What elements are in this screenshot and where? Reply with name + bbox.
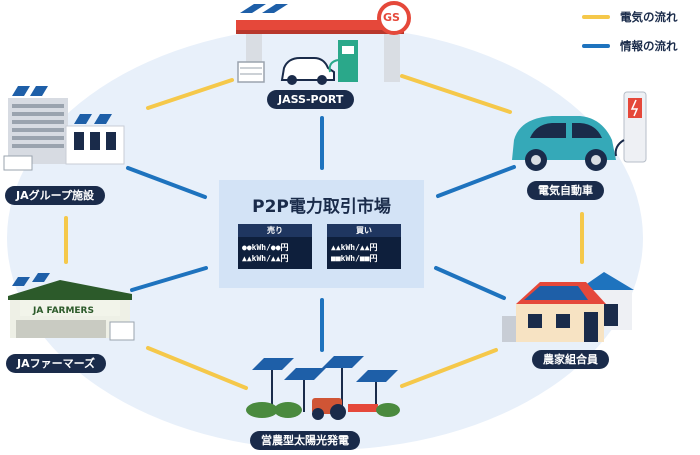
gs-sign-circle <box>377 1 411 35</box>
legend-electricity: 電気の流れ <box>582 9 678 25</box>
node-label-farmer-union: 農家組合員 <box>532 350 609 369</box>
legend-information-label: 情報の流れ <box>620 39 678 53</box>
electricity-flow-lines <box>64 74 584 390</box>
sell-header: 売り <box>238 224 312 237</box>
electricity-legend-swatch <box>582 15 610 19</box>
node-label-ja-farmers: JAファーマーズ <box>6 354 107 373</box>
ja-farmers-store-illustration <box>8 273 135 341</box>
farmer-houses-illustration <box>502 272 634 342</box>
buy-line: ▲▲kWh/▲▲円 <box>331 243 378 252</box>
sell-body: ●●kWh/●●円 ▲▲kWh/▲▲円 <box>238 237 312 269</box>
node-label-jass-port: JASS-PORT <box>267 90 355 109</box>
buy-line: ■■kWh/■■円 <box>331 254 378 263</box>
legend-information: 情報の流れ <box>582 38 678 54</box>
gas-station-illustration <box>236 4 404 85</box>
legend-electricity-label: 電気の流れ <box>620 10 678 24</box>
node-label-agri-solar: 営農型太陽光発電 <box>250 431 360 450</box>
ja-group-building-illustration <box>3 86 125 171</box>
electric-car-illustration <box>512 91 647 171</box>
sell-table: 売り ●●kWh/●●円 ▲▲kWh/▲▲円 <box>238 224 312 269</box>
market-title: P2P電力取引市場 <box>252 197 391 217</box>
node-label-ja-group: JAグループ施設 <box>5 186 105 205</box>
agrivoltaic-illustration <box>246 356 400 420</box>
buy-body: ▲▲kWh/▲▲円 ■■kWh/■■円 <box>327 237 401 269</box>
p2p-market-box: P2P電力取引市場 売り ●●kWh/●●円 ▲▲kWh/▲▲円 買い ▲▲kW… <box>219 180 424 288</box>
gs-sign-text: GS <box>383 11 400 24</box>
buy-header: 買い <box>327 224 401 237</box>
information-legend-swatch <box>582 44 610 48</box>
sell-line: ▲▲kWh/▲▲円 <box>242 254 289 263</box>
information-flow-lines <box>126 116 516 352</box>
ja-farmers-sign-text: JA FARMERS <box>33 306 94 316</box>
sell-line: ●●kWh/●●円 <box>242 243 289 252</box>
node-label-ev: 電気自動車 <box>527 181 604 200</box>
buy-table: 買い ▲▲kWh/▲▲円 ■■kWh/■■円 <box>327 224 401 269</box>
